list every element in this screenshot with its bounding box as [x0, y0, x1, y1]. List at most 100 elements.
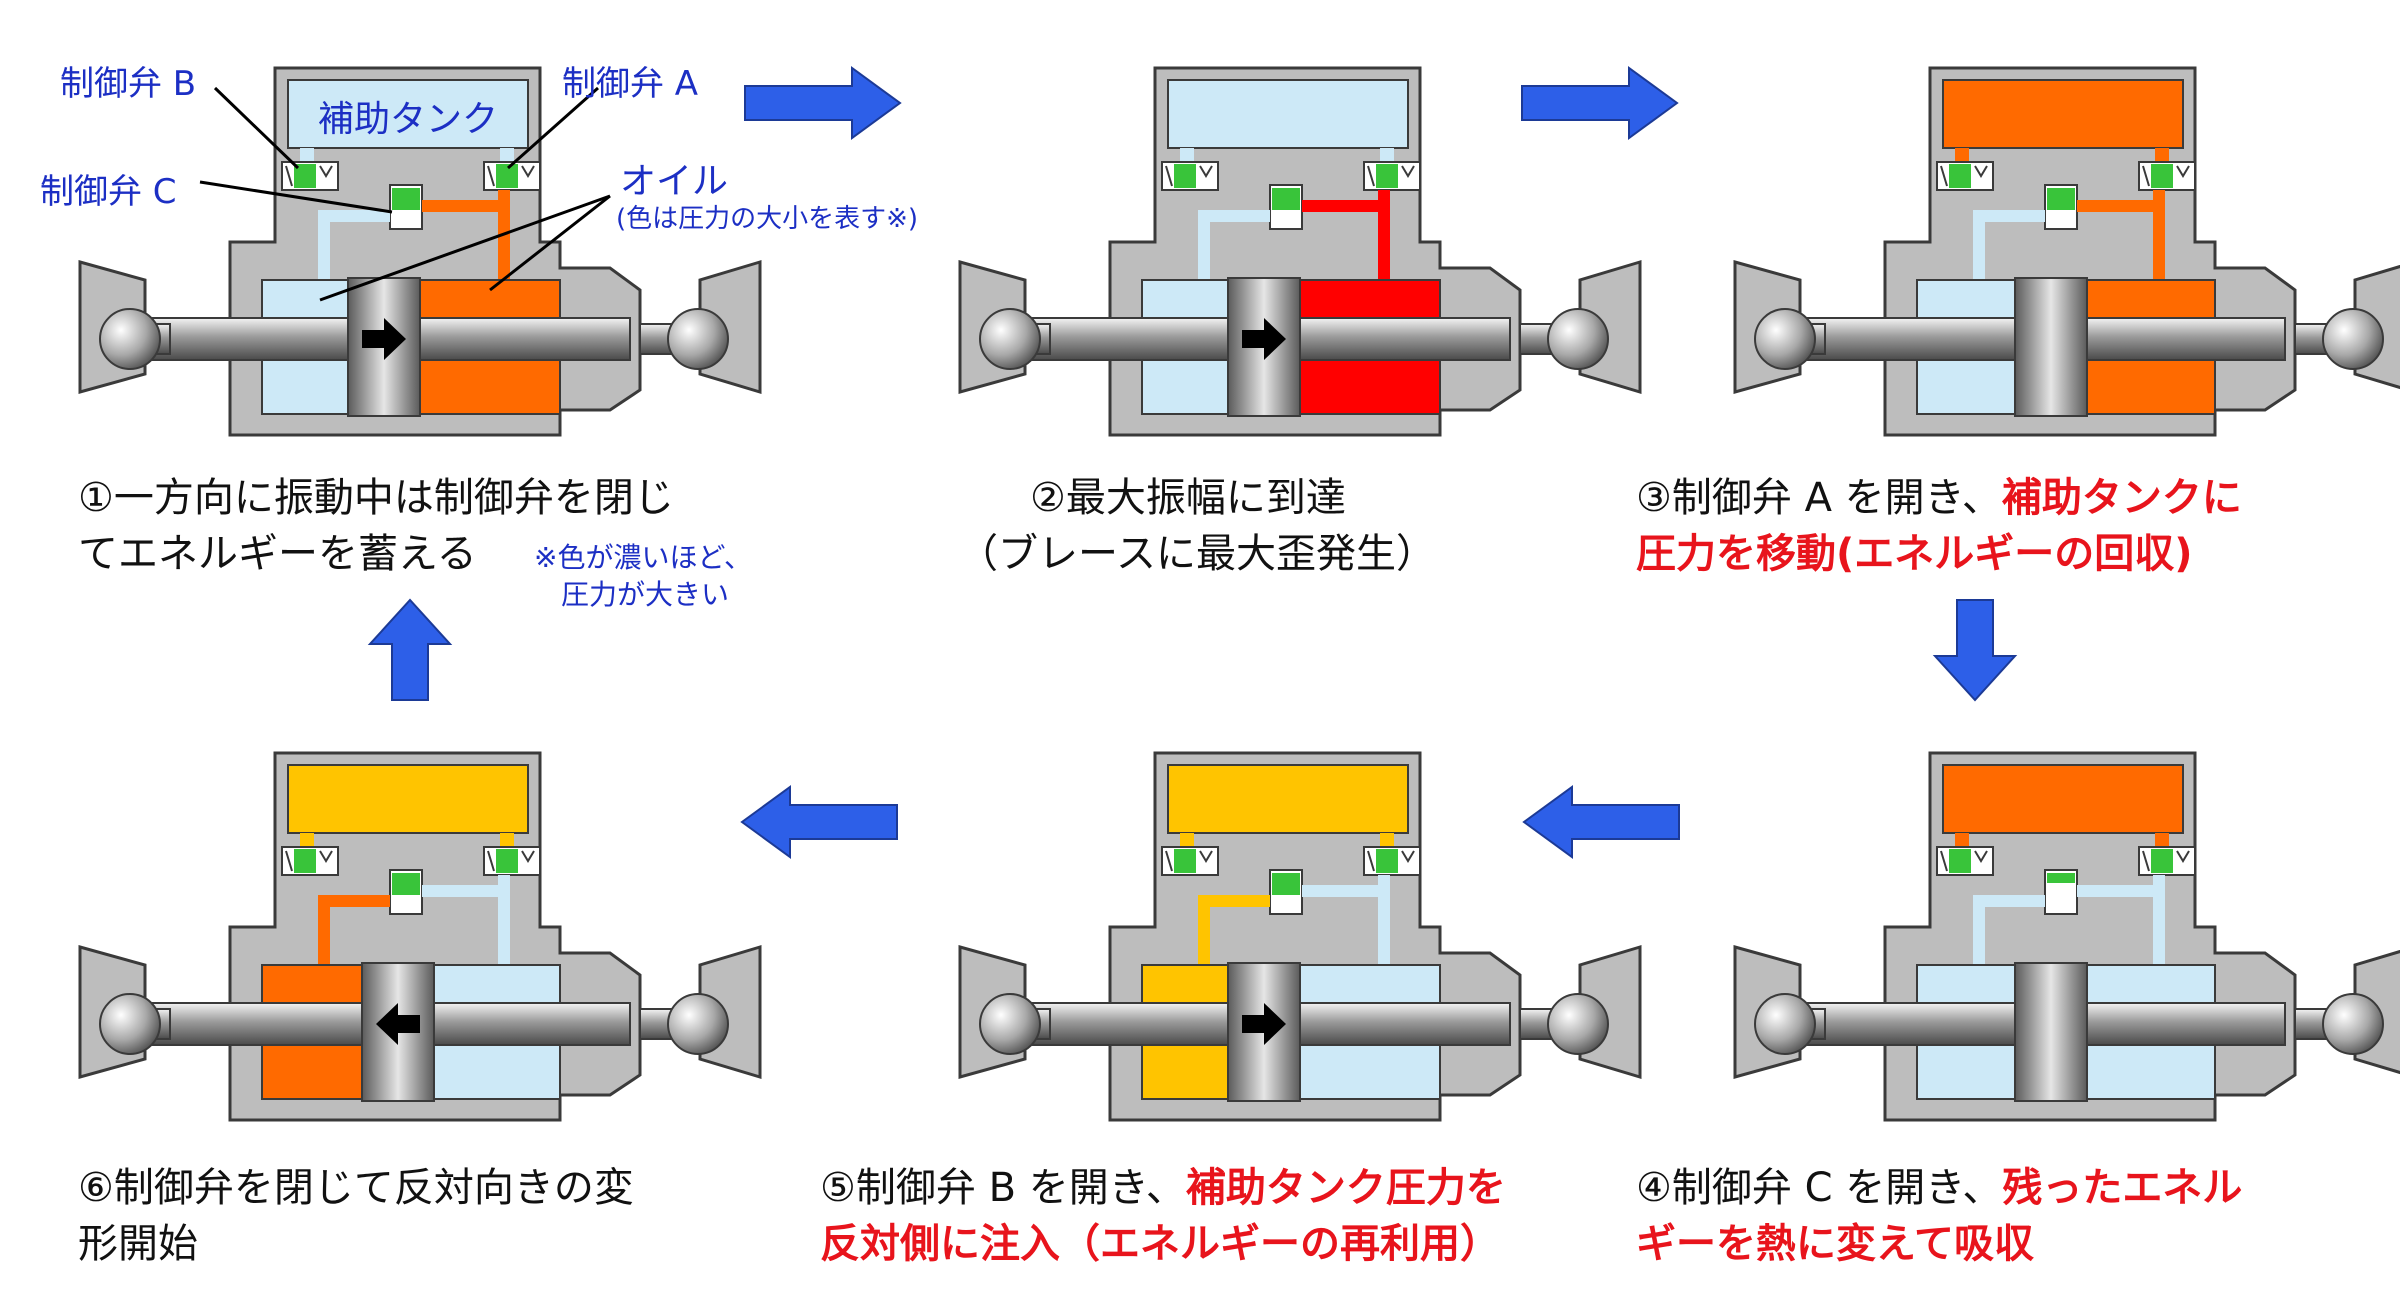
right-ball-joint	[1547, 308, 1609, 370]
damper-unit-1	[78, 66, 762, 437]
flow-arrow-4-to-5	[1522, 785, 1680, 859]
flow-arrow-5-to-6	[740, 785, 898, 859]
valve-c	[1269, 184, 1303, 230]
valve-a	[2138, 161, 2196, 191]
pipe-left-down	[1198, 210, 1210, 280]
pipe-left-link	[1973, 210, 2045, 222]
aux-tank	[1942, 764, 2184, 834]
valve-a-core	[1376, 164, 1398, 188]
step-5-caption: ⑤制御弁 B を開き、補助タンク圧力を 反対側に注入（エネルギーの再利用）	[820, 1160, 1506, 1272]
pipe-right-link	[1302, 885, 1390, 897]
valve-c	[1269, 869, 1303, 915]
pipe-right-down	[1378, 875, 1390, 965]
oil-pointer-right	[489, 194, 611, 292]
pipe-right-down	[498, 875, 510, 965]
flow-arrow-2-to-3	[1521, 66, 1679, 140]
right-ball-joint	[2322, 993, 2384, 1055]
step-2-caption: ②最大振幅に到達 （ブレースに最大歪発生）	[958, 470, 1436, 582]
valve-c	[2044, 869, 2078, 915]
step-6-line2: 形開始	[78, 1221, 198, 1267]
pipe-right-link	[2077, 885, 2165, 897]
piston	[1227, 277, 1301, 417]
pipe-left-link	[1198, 895, 1270, 907]
tank-label: 補助タンク	[318, 99, 499, 140]
valve-b-core	[1949, 849, 1971, 873]
valve-a-core	[2151, 164, 2173, 188]
valve-c	[2044, 184, 2078, 230]
pipe-left-link	[1973, 895, 2045, 907]
valve-a	[1363, 161, 1421, 191]
step-6-line1: ⑥制御弁を閉じて反対向きの変	[78, 1165, 634, 1211]
left-ball-joint	[979, 308, 1041, 370]
valve-b	[1936, 161, 1994, 191]
valve-a-core	[2151, 849, 2173, 873]
motion-arrow-right	[1242, 318, 1286, 360]
aux-tank	[1167, 79, 1409, 149]
right-ball-joint	[2322, 308, 2384, 370]
pipe-left-down	[318, 210, 330, 280]
oil-label: オイル	[620, 161, 729, 202]
pipe-left-down	[1198, 895, 1210, 965]
valve-c-pointer	[199, 180, 393, 214]
pipe-left-link	[318, 895, 390, 907]
valve-b	[1161, 846, 1219, 876]
flow-arrow-3-to-4	[1932, 599, 2018, 702]
aux-tank	[287, 79, 529, 149]
right-ball-joint	[1547, 993, 1609, 1055]
step-4-caption: ④制御弁 C を開き、残ったエネル ギーを熱に変えて吸収	[1636, 1160, 2242, 1272]
oil-note: (色は圧力の大小を表す※)	[616, 204, 919, 234]
valve-c	[389, 869, 423, 915]
valve-a	[2138, 846, 2196, 876]
valve-c	[389, 184, 423, 230]
step-3-line1-plain: ③制御弁 A を開き、	[1636, 475, 2002, 521]
right-ball-joint	[667, 993, 729, 1055]
pipe-left-down	[1973, 895, 1985, 965]
valve-a-label: 制御弁 A	[562, 64, 699, 104]
pipe-left-link	[1198, 210, 1270, 222]
valve-b-core	[1174, 849, 1196, 873]
damper-unit-2	[958, 66, 1642, 437]
step-6-caption: ⑥制御弁を閉じて反対向きの変 形開始	[78, 1160, 634, 1272]
step-1-line1: ①一方向に振動中は制御弁を閉じ	[78, 475, 674, 521]
step-2-line2: （ブレースに最大歪発生）	[958, 531, 1436, 577]
aux-tank	[1167, 764, 1409, 834]
motion-arrow-right	[1242, 1003, 1286, 1045]
step-4-line2-red: ギーを熱に変えて吸収	[1636, 1221, 2034, 1267]
color-note-2: 圧力が大きい	[561, 578, 730, 611]
pipe-right-link	[422, 200, 510, 212]
step-5-line2-red: 反対側に注入（エネルギーの再利用）	[820, 1221, 1500, 1267]
left-ball-joint	[1754, 308, 1816, 370]
valve-a-pointer	[507, 86, 599, 170]
piston	[2014, 962, 2088, 1102]
step-3-line1-red: 補助タンクに	[2001, 475, 2242, 521]
pipe-right-down	[1378, 190, 1390, 280]
step-4-line1-plain: ④制御弁 C を開き、	[1636, 1165, 2003, 1211]
right-ball-joint	[667, 308, 729, 370]
valve-b-label: 制御弁 B	[60, 64, 197, 104]
color-note-1: ※色が濃いほど、	[534, 541, 753, 574]
left-ball-joint	[99, 308, 161, 370]
aux-tank	[287, 764, 529, 834]
pipe-right-link	[2077, 200, 2165, 212]
piston	[2014, 277, 2088, 417]
flow-arrow-6-to-1	[367, 598, 453, 701]
pipe-right-down	[2153, 875, 2165, 965]
step-2-line1: ②最大振幅に到達	[1030, 475, 1346, 521]
step-5-line1-red: 補助タンク圧力を	[1185, 1165, 1506, 1211]
left-ball-joint	[1754, 993, 1816, 1055]
valve-a-core	[1376, 849, 1398, 873]
valve-b-core	[294, 849, 316, 873]
damper-unit-4	[1733, 751, 2400, 1122]
valve-b	[1936, 846, 1994, 876]
left-ball-joint	[979, 993, 1041, 1055]
pipe-right-link	[1302, 200, 1390, 212]
damper-unit-3	[1733, 66, 2400, 437]
motion-arrow-left	[376, 1003, 420, 1045]
pipe-right-down	[2153, 190, 2165, 280]
pipe-left-down	[1973, 210, 1985, 280]
valve-a-core	[496, 164, 518, 188]
damper-unit-6	[78, 751, 762, 1122]
valve-b-core	[294, 164, 316, 188]
valve-b-core	[1949, 164, 1971, 188]
